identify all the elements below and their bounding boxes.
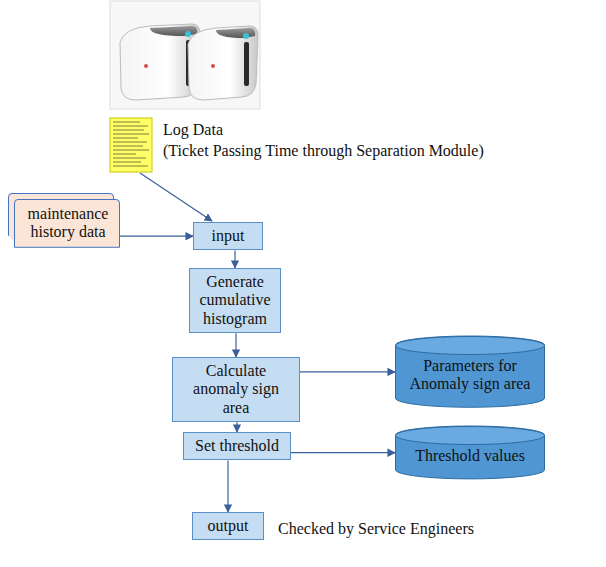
node-text: input <box>200 227 256 245</box>
process-box: Generate cumulative histogram <box>189 268 281 333</box>
node-text: Parameters for Anomaly sign area <box>403 357 537 394</box>
flow-arrow <box>227 460 228 512</box>
ticket-gate-picture <box>110 1 260 109</box>
node-text: Calculate anomaly sign area <box>179 362 293 417</box>
process-box: Set threshold <box>183 432 291 460</box>
flow-arrow <box>120 236 193 237</box>
database-cylinder: Threshold values <box>395 426 545 479</box>
database-cylinder: Parameters for Anomaly sign area <box>395 336 545 408</box>
process-box: output <box>192 512 264 540</box>
flow-arrow <box>235 333 236 357</box>
log-file-icon <box>110 118 152 172</box>
process-box: input <box>193 222 263 250</box>
process-box: Calculate anomaly sign area <box>172 357 300 422</box>
document-stack: maintenance history data <box>8 193 120 248</box>
input-arrow <box>140 173 212 221</box>
flow-arrow <box>300 371 395 372</box>
flow-arrow <box>236 422 237 432</box>
node-text: Set threshold <box>190 437 284 455</box>
node-text: Threshold values <box>403 447 537 465</box>
flow-arrow <box>234 250 235 268</box>
node-text: output <box>199 517 257 535</box>
flow-arrow <box>291 452 395 453</box>
node-text: maintenance history data <box>22 205 114 242</box>
data-label: Log Data <box>163 121 223 139</box>
note-label: Checked by Service Engineers <box>278 520 474 538</box>
node-text: Generate cumulative histogram <box>196 273 274 328</box>
data-note: (Ticket Passing Time through Separation … <box>163 142 484 160</box>
